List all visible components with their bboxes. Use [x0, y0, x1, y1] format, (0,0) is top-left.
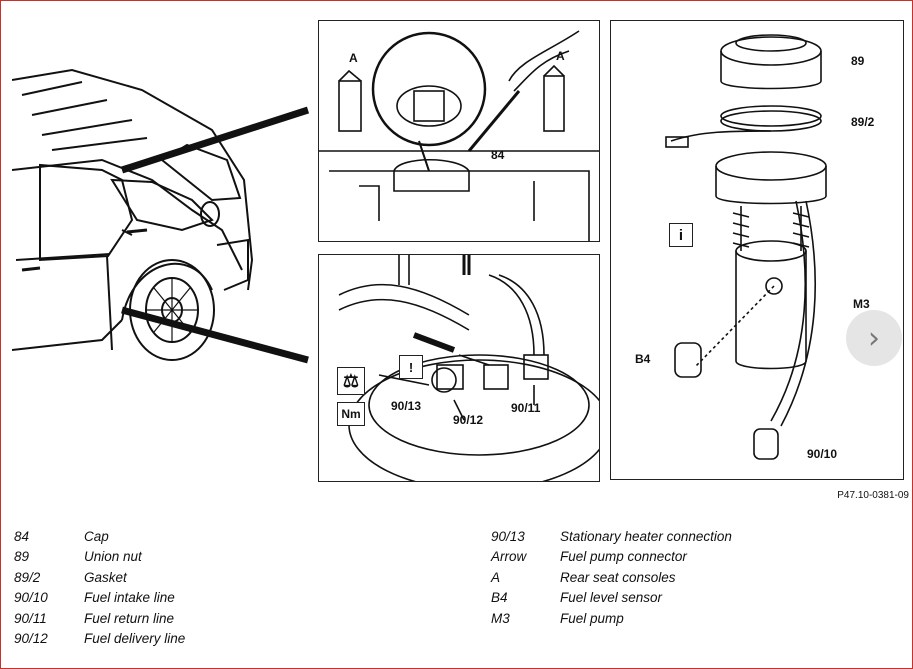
legend-text: Cap	[84, 528, 109, 544]
legend-text: Gasket	[84, 569, 127, 585]
legend-text: Fuel delivery line	[84, 631, 186, 647]
callout-a-right: A	[556, 49, 565, 63]
legend-item: 90/13 Stationary heater connection	[491, 526, 732, 547]
legend-key: M3	[491, 610, 510, 626]
legend-item: 90/10 Fuel intake line	[14, 588, 185, 609]
legend-text: Fuel pump connector	[560, 549, 687, 565]
legend-text: Fuel level sensor	[560, 590, 663, 606]
callout-90-12: 90/12	[453, 413, 484, 427]
chevron-right-icon: ›	[868, 320, 880, 356]
legend-key: 90/10	[14, 590, 48, 606]
callout-90-13: 90/13	[391, 399, 422, 413]
legend-text: Fuel pump	[560, 610, 624, 626]
legend-text: Fuel return line	[84, 610, 175, 626]
legend-key: 90/13	[491, 528, 525, 544]
callout-90-11: 90/11	[511, 401, 541, 415]
legend-key: 89/2	[14, 569, 41, 585]
warning-icon: !	[399, 355, 423, 379]
legend-key: 89	[14, 549, 30, 565]
legend-key: 84	[14, 528, 30, 544]
callout-a-left: A	[349, 51, 358, 65]
legend-text: Union nut	[84, 549, 142, 565]
legend-item: 89 Union nut	[14, 547, 185, 568]
legend-key: 90/12	[14, 631, 48, 647]
legend-item: 90/11 Fuel return line	[14, 608, 185, 629]
legend-text: Fuel intake line	[84, 590, 175, 606]
callout-b4: B4	[635, 352, 651, 366]
legend-item: 90/12 Fuel delivery line	[14, 629, 185, 650]
fuel-pump-drawing	[665, 34, 827, 460]
legend-key: 90/11	[14, 610, 47, 626]
legend-item: Arrow Fuel pump connector	[491, 547, 732, 568]
callout-89: 89	[851, 54, 865, 68]
next-image-button[interactable]: ›	[846, 310, 902, 366]
cap-removal-drawing	[319, 30, 599, 241]
vehicle-illustration	[12, 68, 310, 364]
legend-key: Arrow	[491, 549, 527, 565]
callout-90-10: 90/10	[807, 447, 838, 461]
legend-text: Stationary heater connection	[560, 528, 732, 544]
panel-fuel-pump: i 89 89/2 M3 B4 90/10	[610, 20, 904, 480]
legend-item: A Rear seat consoles	[491, 567, 732, 588]
legend-item: 84 Cap	[14, 526, 185, 547]
panel-cap-removal: A A 84	[318, 20, 600, 242]
info-icon: i	[669, 223, 693, 247]
callout-89-2: 89/2	[851, 115, 875, 129]
panel-connections: ⚖ Nm ! 90/13 90/12 90/11	[318, 254, 600, 482]
legend-item: B4 Fuel level sensor	[491, 588, 732, 609]
legend-left: 84 Cap 89 Union nut 89/2 Gasket 90/10 Fuel i…	[14, 526, 185, 649]
legend-text: Rear seat consoles	[560, 569, 676, 585]
legend-item: M3 Fuel pump	[491, 608, 732, 629]
torque-icon: Nm	[337, 402, 365, 426]
callout-m3: M3	[853, 297, 870, 311]
legend-key: A	[491, 569, 501, 585]
legend-key: B4	[491, 590, 508, 606]
callout-84: 84	[491, 148, 505, 162]
legend-item: 89/2 Gasket	[14, 567, 185, 588]
tool-icon: ⚖	[337, 367, 365, 395]
figure-id: P47.10-0381-09	[837, 490, 909, 501]
